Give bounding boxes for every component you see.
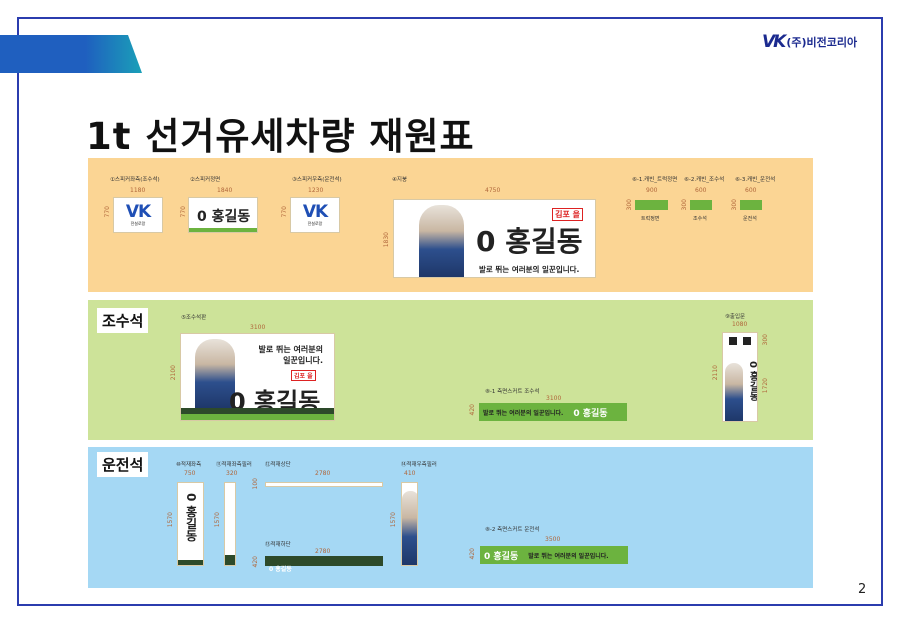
item-label: ⑩적재좌측 [176, 462, 202, 468]
height-dim: 300 [681, 199, 688, 211]
section-label: 조수석 [97, 308, 149, 333]
height-dim: 1830 [383, 232, 390, 248]
logo-mark: VK [762, 32, 786, 52]
cabin-driver-sign [740, 200, 762, 210]
candidate-name: 0 홍길동 [269, 566, 292, 573]
width-dim: 600 [745, 187, 757, 194]
item-label: ⑪적재좌측필러 [216, 462, 252, 468]
item-label: ⑧-1 측면스커트 조수석 [485, 389, 540, 395]
item-label: ⑥-2.캐빈_조수석 [684, 177, 725, 183]
height-dim: 1570 [167, 512, 174, 528]
width-dim: 3500 [545, 536, 561, 543]
width-dim: 600 [695, 187, 707, 194]
item-label: ③스피커우측(운전석) [292, 177, 342, 183]
height-dim: 300 [626, 199, 633, 211]
candidate-name: 0 홍길동 [484, 551, 519, 562]
cargo-left-sign: 0 홍길동 [177, 482, 204, 566]
page-number: 2 [858, 582, 867, 597]
item-label: ⑨출입문 [725, 314, 746, 320]
candidate-name: 0 홍길동 [184, 493, 198, 542]
height-dim: 1570 [390, 512, 397, 528]
width-dim: 320 [226, 470, 238, 477]
candidate-name: 0 홍길동 [476, 225, 583, 258]
height-dim: 1720 [762, 378, 769, 394]
item-label: ⑤조수석판 [181, 315, 207, 321]
caption: 트럭정면 [641, 216, 660, 222]
speaker-front-sign: 0 홍길동 [188, 197, 258, 233]
cargo-top-sign [265, 482, 383, 487]
candidate-photo [195, 339, 235, 411]
width-dim: 900 [646, 187, 658, 194]
caption: 조수석 [693, 216, 707, 222]
section-label: 운전석 [97, 452, 149, 477]
item-label: ④지붕 [392, 177, 408, 183]
item-label: ⑥-3.캐빈_운전석 [735, 177, 776, 183]
region-badge: 김포 을 [552, 208, 583, 221]
candidate-name: 0 홍길동 [573, 408, 608, 419]
passenger-board-sign: 발로 뛰는 여러분의 일꾼입니다. 김포 을 0 홍길동 [180, 333, 335, 421]
slogan: 발로 뛰는 여러분의 일꾼입니다. [483, 409, 564, 417]
width-dim: 1080 [732, 321, 748, 328]
item-label: ⑫적재상단 [265, 462, 291, 468]
page-title: 1t 선거유세차량 재원표 [86, 115, 475, 158]
item-label: ⑬적재하단 [265, 542, 291, 548]
height-dim: 300 [762, 334, 769, 346]
header-accent-bar [0, 35, 142, 73]
item-label: ⑭적재우측필러 [401, 462, 437, 468]
door-sign: 0 홍길동 [722, 332, 758, 422]
driver-panel [88, 447, 813, 588]
height-dim: 770 [281, 206, 288, 218]
width-dim: 3100 [250, 324, 266, 331]
candidate-photo [419, 205, 464, 277]
candidate-photo [402, 491, 417, 565]
candidate-photo [725, 363, 743, 421]
cargo-bottom-sign: 0 홍길동 [265, 556, 383, 573]
height-dim: 770 [180, 206, 187, 218]
candidate-name: 0 홍길동 [747, 361, 758, 402]
roof-sign: 김포 을 0 홍길동 발로 뛰는 여러분의 일꾼입니다. [393, 199, 596, 278]
height-dim: 300 [731, 199, 738, 211]
region-badge: 김포 을 [291, 370, 316, 381]
height-dim: 420 [469, 404, 476, 416]
width-dim: 2780 [315, 470, 331, 477]
slogan: 발로 뛰는 여러분의 일꾼입니다. [258, 345, 323, 365]
height-dim: 770 [104, 206, 111, 218]
height-dim: 420 [252, 556, 259, 568]
slide-border [17, 17, 883, 606]
side-skirt-driver-sign: 0 홍길동 발로 뛰는 여러분의 일꾼입니다. [480, 546, 628, 564]
company-logo: VK(주)비전코리아 [762, 32, 857, 52]
height-dim: 2110 [712, 365, 719, 381]
cabin-front-sign [635, 200, 668, 210]
width-dim: 410 [404, 470, 416, 477]
side-skirt-passenger-sign: 발로 뛰는 여러분의 일꾼입니다. 0 홍길동 [479, 403, 627, 421]
width-dim: 750 [184, 470, 196, 477]
item-label: ⑧-2 측면스커트 운전석 [485, 527, 540, 533]
width-dim: 3100 [546, 395, 562, 402]
slogan: 발로 뛰는 여러분의 일꾼입니다. [528, 552, 609, 560]
height-dim: 2100 [170, 365, 177, 381]
height-dim: 1570 [214, 512, 221, 528]
slogan: 발로 뛰는 여러분의 일꾼입니다. [479, 265, 580, 274]
width-dim: 2780 [315, 548, 331, 555]
company-name: (주)비전코리아 [786, 36, 858, 49]
caption: 운전석 [743, 216, 757, 222]
item-label: ⑥-1.캐빈_트럭정면 [632, 177, 678, 183]
width-dim: 1840 [217, 187, 233, 194]
width-dim: 4750 [485, 187, 501, 194]
width-dim: 1230 [308, 187, 324, 194]
cabin-passenger-sign [690, 200, 712, 210]
height-dim: 100 [252, 478, 259, 490]
cargo-left-pillar-sign [224, 482, 236, 566]
item-label: ①스피커좌측(조수석) [110, 177, 160, 183]
height-dim: 420 [469, 548, 476, 560]
width-dim: 1180 [130, 187, 146, 194]
item-label: ②스피커정면 [190, 177, 221, 183]
cargo-right-pillar-sign [401, 482, 418, 566]
